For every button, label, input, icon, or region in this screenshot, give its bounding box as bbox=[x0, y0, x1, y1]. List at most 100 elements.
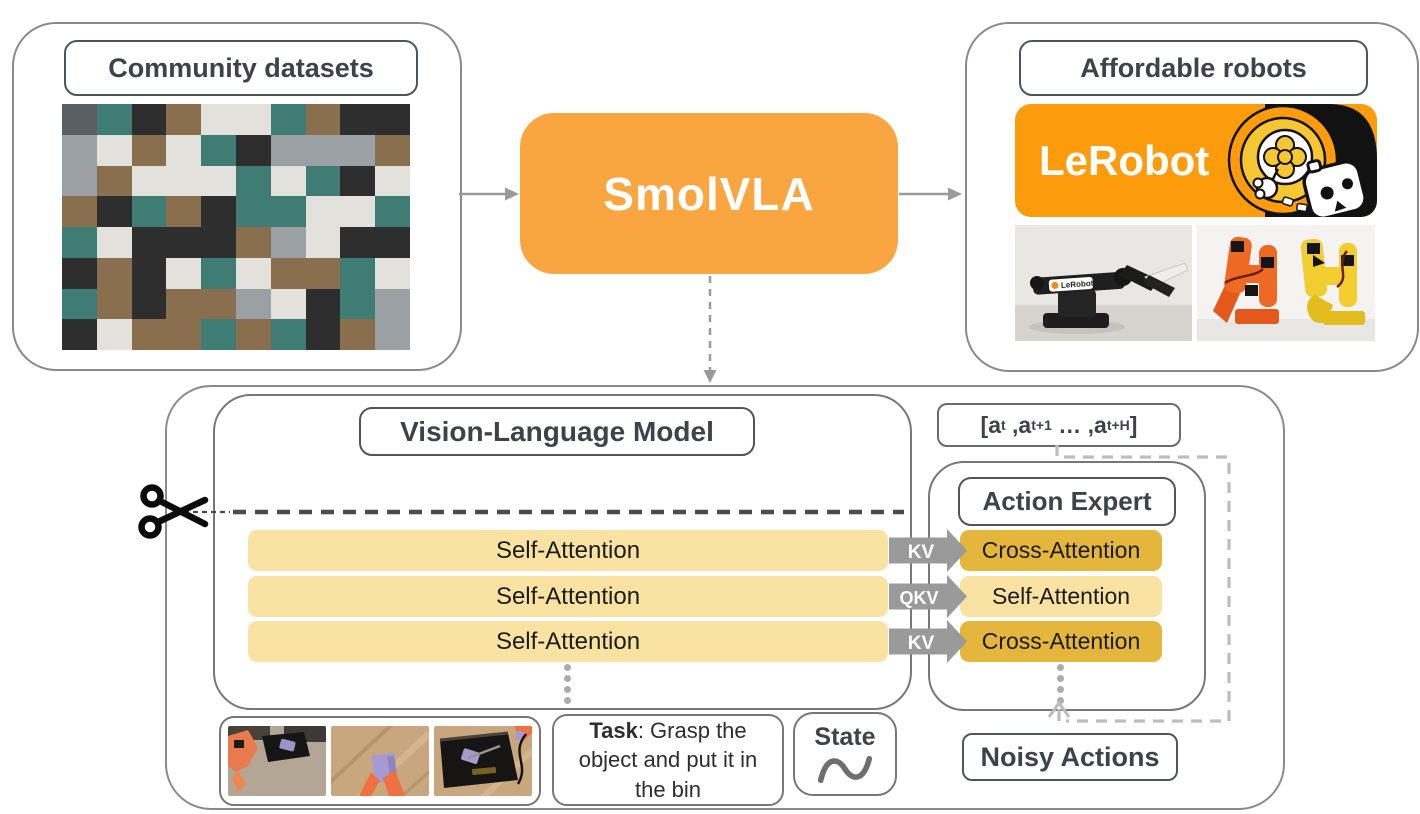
mosaic-tile bbox=[235, 257, 271, 289]
obs-image-gripper-object bbox=[331, 726, 429, 796]
dataset-mosaic bbox=[62, 104, 410, 350]
mosaic-tile bbox=[166, 196, 202, 227]
mosaic-tile bbox=[166, 165, 202, 197]
expert-self-attention: Self-Attention bbox=[960, 576, 1162, 617]
mosaic-tile bbox=[201, 196, 236, 227]
mosaic-tile bbox=[340, 227, 376, 258]
mosaic-tile bbox=[62, 196, 97, 227]
smolvla-box: SmolVLA bbox=[520, 113, 898, 274]
obs-image-bin bbox=[434, 726, 532, 796]
expert-ellipsis-dots bbox=[1057, 664, 1065, 708]
mosaic-tile bbox=[96, 227, 132, 258]
mosaic-tile bbox=[375, 257, 410, 289]
mosaic-tile bbox=[235, 196, 271, 227]
mosaic-tile bbox=[96, 288, 132, 320]
affordable-robots-title: Affordable robots bbox=[1080, 52, 1307, 83]
mascot-glove-hand bbox=[1252, 176, 1279, 200]
community-datasets-title-box: Community datasets bbox=[64, 40, 418, 96]
mosaic-tile bbox=[62, 227, 97, 258]
obs-image-robot-arm bbox=[228, 726, 326, 796]
mosaic-tile bbox=[131, 319, 167, 350]
mosaic-tile bbox=[375, 288, 410, 320]
mosaic-tile bbox=[270, 104, 306, 135]
mosaic-tile bbox=[201, 257, 236, 289]
mosaic-tile bbox=[166, 134, 202, 166]
mosaic-tile bbox=[131, 165, 167, 197]
mosaic-tile bbox=[375, 165, 410, 197]
lerobot-mascot-illustration bbox=[1227, 104, 1377, 217]
action-expert-title-box: Action Expert bbox=[958, 477, 1176, 526]
lerobot-banner: LeRobot bbox=[1015, 104, 1377, 217]
mosaic-tile bbox=[131, 134, 167, 166]
mosaic-tile bbox=[340, 165, 376, 197]
mosaic-tile bbox=[270, 319, 306, 350]
affordable-robots-card: Affordable robots bbox=[965, 22, 1419, 372]
printed-robots-photo bbox=[1197, 225, 1375, 341]
mosaic-tile bbox=[131, 196, 167, 227]
mosaic-tile bbox=[235, 227, 271, 258]
mosaic-tile bbox=[305, 257, 341, 289]
svg-text:LeRobot: LeRobot bbox=[1061, 279, 1094, 290]
mosaic-tile bbox=[131, 227, 167, 258]
community-datasets-card: Community datasets bbox=[12, 22, 462, 371]
mosaic-tile bbox=[270, 227, 306, 258]
mosaic-tile bbox=[375, 319, 410, 350]
mosaic-tile bbox=[235, 288, 271, 320]
yellow-robot bbox=[1300, 238, 1365, 325]
robot-arm-photo: LeRobot bbox=[1015, 225, 1192, 341]
mosaic-tile bbox=[62, 104, 97, 135]
mosaic-tile bbox=[131, 104, 167, 135]
mosaic-tile bbox=[235, 104, 271, 135]
arrow-datasets-to-smolvla bbox=[459, 187, 519, 201]
vlm-self-attention-3: Self-Attention bbox=[248, 621, 888, 662]
mosaic-tile bbox=[62, 257, 97, 289]
noisy-actions-label: Noisy Actions bbox=[980, 741, 1160, 772]
mosaic-tile bbox=[62, 288, 97, 320]
mosaic-tile bbox=[131, 288, 167, 320]
mosaic-tile bbox=[305, 134, 341, 166]
mosaic-tile bbox=[375, 104, 410, 135]
state-box: State bbox=[793, 712, 897, 796]
vlm-self-attention-1: Self-Attention bbox=[248, 530, 888, 571]
mosaic-tile bbox=[96, 319, 132, 350]
mosaic-tile bbox=[201, 227, 236, 258]
mosaic-tile bbox=[270, 288, 306, 320]
mosaic-tile bbox=[62, 165, 97, 197]
mosaic-tile bbox=[340, 257, 376, 289]
mosaic-tile bbox=[375, 227, 410, 258]
mosaic-tile bbox=[166, 288, 202, 320]
community-datasets-title: Community datasets bbox=[108, 52, 374, 83]
mosaic-tile bbox=[166, 227, 202, 258]
arrow-smolvla-to-robots bbox=[899, 187, 962, 201]
mosaic-tile bbox=[62, 319, 97, 350]
affordable-robots-title-box: Affordable robots bbox=[1019, 40, 1368, 96]
state-label: State bbox=[814, 723, 876, 751]
mosaic-tile bbox=[131, 257, 167, 289]
mosaic-tile bbox=[166, 257, 202, 289]
mosaic-tile bbox=[305, 288, 341, 320]
mosaic-tile bbox=[340, 104, 376, 135]
task-box: Task: Grasp the object and put it in the… bbox=[552, 714, 784, 806]
mosaic-tile bbox=[201, 288, 236, 320]
mascot-flower-icon bbox=[1263, 135, 1307, 184]
mosaic-tile bbox=[96, 104, 132, 135]
mosaic-tile bbox=[96, 134, 132, 166]
vlm-title-box: Vision-Language Model bbox=[359, 407, 755, 456]
mosaic-tile bbox=[270, 257, 306, 289]
smolvla-label: SmolVLA bbox=[603, 167, 815, 220]
mosaic-tile bbox=[375, 196, 410, 227]
action-expert-title: Action Expert bbox=[982, 486, 1152, 516]
mosaic-tile bbox=[305, 165, 341, 197]
expert-cross-attention-2: Cross-Attention bbox=[960, 621, 1162, 662]
mosaic-tile bbox=[270, 165, 306, 197]
mosaic-tile bbox=[305, 196, 341, 227]
mosaic-tile bbox=[340, 196, 376, 227]
mosaic-tile bbox=[235, 134, 271, 166]
mosaic-tile bbox=[201, 104, 236, 135]
vlm-ellipsis-dots bbox=[564, 664, 572, 708]
vlm-self-attention-2: Self-Attention bbox=[248, 576, 888, 617]
mosaic-tile bbox=[201, 165, 236, 197]
mosaic-tile bbox=[375, 134, 410, 166]
